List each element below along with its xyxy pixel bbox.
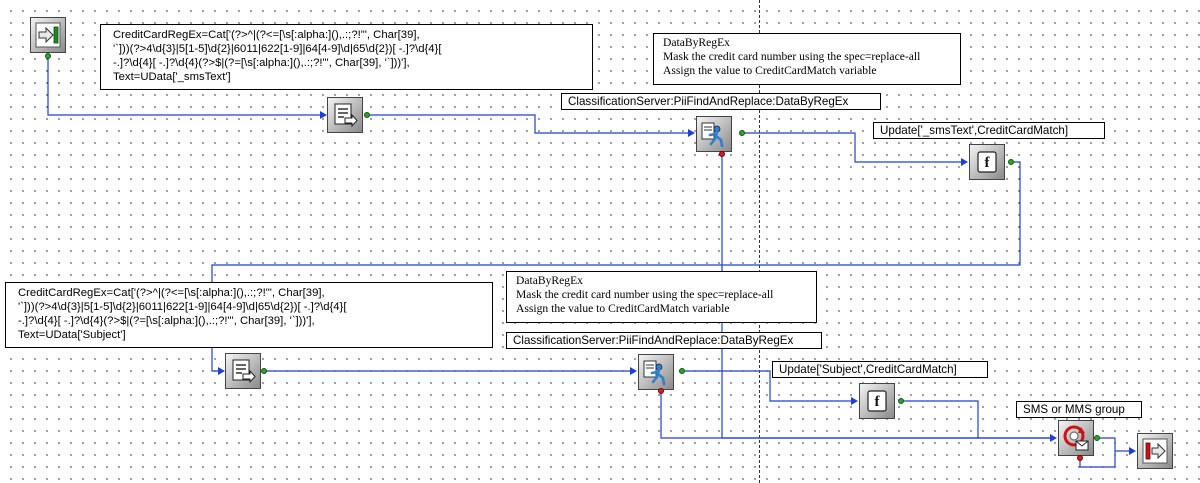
arrowhead-assign-subject	[218, 367, 225, 375]
group-output-port[interactable]	[1094, 435, 1100, 441]
swimlane-divider	[759, 0, 760, 483]
group-refresh-envelope-icon	[1063, 425, 1089, 451]
arrowhead-server-subject	[630, 367, 637, 375]
annotation-line: -.]?\d{4}[ -.]?\d{4}(?>$|(?=[\s[:alpha:]…	[113, 57, 410, 69]
assign-document-icon	[232, 359, 256, 384]
caption-text: ClassificationServer:PiiFindAndReplace:D…	[568, 95, 849, 108]
regex-annotation-subject: CreditCardRegEx=Cat['(?>^|(?<=[\s[:alpha…	[5, 282, 493, 348]
annotation-line: Assign the value to CreditCardMatch vari…	[663, 64, 877, 77]
update-caption-subject: Update['Subject',CreditCardMatch]	[772, 361, 988, 378]
server-subject-error-port[interactable]	[658, 388, 664, 394]
server-sms-error-port[interactable]	[719, 151, 725, 157]
function-sms-node[interactable]: f	[969, 144, 1005, 180]
group-node[interactable]	[1058, 420, 1094, 456]
caption-text: SMS or MMS group	[1023, 403, 1125, 416]
entry-arrow-icon	[35, 22, 61, 48]
assign-sms-node[interactable]	[327, 97, 363, 133]
annotation-line: DataByRegEx	[516, 274, 583, 287]
function-f-icon: f	[977, 151, 997, 173]
classification-server-icon	[643, 360, 666, 386]
function-sms-output-port[interactable]	[1008, 159, 1014, 165]
svg-text:f: f	[875, 394, 881, 410]
function-subject-output-port[interactable]	[898, 398, 904, 404]
wire-function-subject-to-group[interactable]	[903, 400, 979, 438]
wire-server-subject-to-function-subject[interactable]	[683, 370, 851, 402]
annotation-line: Text=UData['Subject']	[18, 329, 126, 341]
arrowhead-server-sms	[688, 129, 695, 137]
wire-function-sms-to-assign-subject[interactable]	[211, 161, 1021, 372]
annotation-line: CreditCardRegEx=Cat['(?>^|(?<=[\s[:alpha…	[18, 287, 325, 299]
update-caption-sms: Update['_smsText',CreditCardMatch]	[873, 122, 1105, 139]
description-annotation-mid: DataByRegEx Mask the credit card number …	[506, 271, 817, 323]
arrowhead-group	[1050, 434, 1057, 442]
caption-text: Update['_smsText',CreditCardMatch]	[880, 124, 1069, 137]
group-error-port[interactable]	[1077, 455, 1083, 461]
annotation-line: Mask the credit card number using the sp…	[663, 50, 921, 63]
annotation-line: Text=UData['_smsText']	[113, 71, 231, 83]
arrowhead-function-subject	[851, 397, 858, 405]
annotation-line: Assign the value to CreditCardMatch vari…	[516, 302, 730, 315]
server-caption-top: ClassificationServer:PiiFindAndReplace:D…	[561, 93, 881, 110]
annotation-line: '`]))(?>4\d{3}|5[1-5]\d{2}|6011|622[1-9]…	[113, 43, 442, 55]
annotation-line: '`]))(?>4\d{3}|5[1-5]\d{2}|6011|622[1-9]…	[18, 301, 347, 313]
caption-text: ClassificationServer:PiiFindAndReplace:D…	[513, 334, 794, 347]
entry-node[interactable]	[30, 17, 66, 53]
svg-text:f: f	[985, 155, 991, 171]
arrowhead-assign-sms	[320, 111, 327, 119]
wire-server-subject-error-to-group[interactable]	[660, 391, 1050, 439]
arrowhead-function-sms	[961, 158, 968, 166]
assign-sms-output-port[interactable]	[364, 112, 370, 118]
annotation-line: DataByRegEx	[663, 36, 730, 49]
regex-annotation-sms: CreditCardRegEx=Cat['(?>^|(?<=[\s[:alpha…	[100, 24, 593, 90]
server-subject-output-port[interactable]	[679, 368, 685, 374]
wire-group-to-exit[interactable]	[1079, 437, 1116, 468]
wire-server-sms-to-function-sms[interactable]	[743, 132, 961, 163]
group-caption: SMS or MMS group	[1016, 401, 1142, 418]
function-f-icon: f	[867, 390, 887, 412]
entry-output-port[interactable]	[45, 53, 51, 59]
wire-assign-sms-to-server-sms[interactable]	[369, 114, 688, 134]
description-annotation-top: DataByRegEx Mask the credit card number …	[653, 33, 961, 85]
assign-subject-output-port[interactable]	[261, 368, 267, 374]
assign-subject-node[interactable]	[225, 353, 261, 389]
server-subject-node[interactable]	[638, 354, 674, 390]
caption-text: Update['Subject',CreditCardMatch]	[779, 363, 957, 376]
assign-document-icon	[334, 103, 358, 128]
function-subject-node[interactable]: f	[859, 383, 895, 419]
exit-node[interactable]	[1137, 433, 1173, 469]
annotation-line: CreditCardRegEx=Cat['(?>^|(?<=[\s[:alpha…	[113, 29, 420, 41]
annotation-line: -.]?\d{4}[ -.]?\d{4}(?>$|(?=[\s[:alpha:]…	[18, 315, 315, 327]
server-sms-output-port[interactable]	[739, 130, 745, 136]
classification-server-icon	[701, 122, 724, 148]
server-sms-node[interactable]	[696, 116, 732, 152]
exit-arrow-icon	[1142, 438, 1168, 464]
server-caption-bottom: ClassificationServer:PiiFindAndReplace:D…	[506, 332, 822, 349]
annotation-line: Mask the credit card number using the sp…	[516, 288, 774, 301]
arrowhead-exit	[1129, 447, 1136, 455]
wire-entry-to-assign-sms[interactable]	[47, 56, 320, 116]
